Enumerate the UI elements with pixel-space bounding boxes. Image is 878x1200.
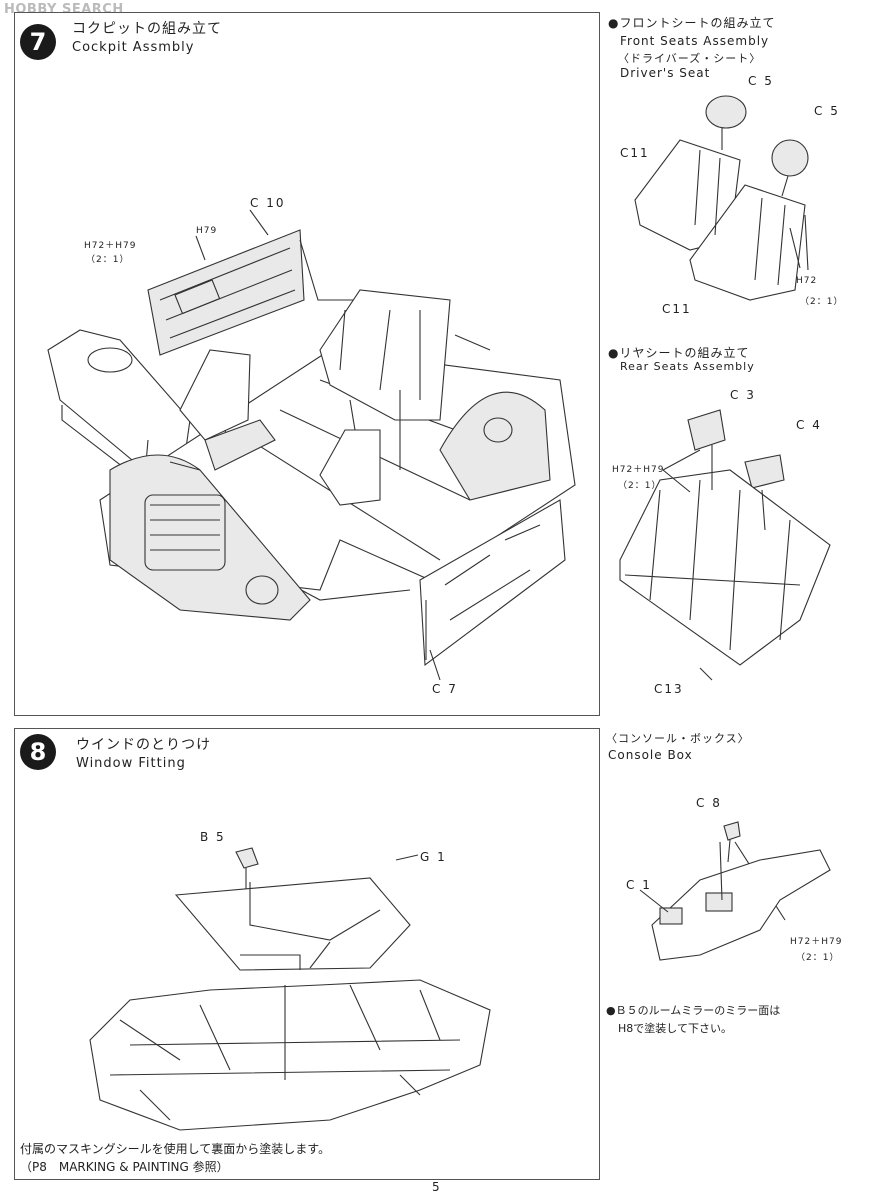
label-c5-b: C 5 [814, 104, 840, 118]
watermark: HOBBY SEARCH [4, 2, 124, 17]
step8-note-jp: 付属のマスキングシールを使用して裏面から塗装します。 [20, 1142, 331, 1156]
front-seats-title-en: Front Seats Assembly [620, 34, 770, 48]
step8-title-en: Window Fitting [76, 756, 186, 771]
label-ratio-rear: （2：1） [618, 481, 662, 491]
label-ratio-7: （2：1） [86, 255, 130, 265]
label-h72-h79-rear: H72＋H79 [612, 465, 665, 475]
label-h72-h79: H72＋H79 [84, 241, 137, 251]
rear-seats-title-jp: ●リヤシートの組み立て [608, 346, 750, 360]
step8-note-ref: （P8 MARKING & PAINTING 参照） [20, 1160, 229, 1174]
label-g1: G 1 [420, 850, 447, 864]
step8-panel [14, 728, 600, 1180]
step8-title-jp: ウインドのとりつけ [76, 737, 212, 753]
label-c7: C 7 [432, 682, 458, 696]
label-c11-a: C11 [620, 146, 650, 160]
label-h72-h79-console: H72＋H79 [790, 937, 843, 947]
step7-number: 7 [20, 24, 56, 60]
label-c5-a: C 5 [748, 74, 774, 88]
step7-title-en: Cockpit Assmbly [72, 40, 195, 55]
label-ratio-console: （2：1） [796, 953, 840, 963]
front-seats-sub-jp: 〈ドライバーズ・シート〉 [618, 52, 762, 65]
console-note-line2: H8で塗装して下さい。 [618, 1022, 732, 1035]
step7-title-jp: コクピットの組み立て [72, 21, 222, 37]
step7-panel [14, 12, 600, 716]
console-title-en: Console Box [608, 748, 693, 762]
label-c8: C 8 [696, 796, 722, 810]
label-c4: C 4 [796, 418, 822, 432]
front-seats-sub-en: Driver's Seat [620, 66, 711, 80]
label-c10: C 10 [250, 196, 286, 210]
page-number: 5 [432, 1180, 440, 1194]
label-c13: C13 [654, 682, 684, 696]
console-note-line1: ●Ｂ５のルームミラーのミラー面は [606, 1004, 781, 1017]
rear-seats-title-en: Rear Seats Assembly [620, 360, 755, 373]
step8-number: 8 [20, 734, 56, 770]
label-h79: H79 [196, 226, 218, 236]
front-seats-title-jp: ●フロントシートの組み立て [608, 16, 776, 30]
console-title-jp: 〈コンソール・ボックス〉 [606, 732, 750, 745]
label-ratio-front: （2：1） [800, 297, 844, 307]
label-b5: B 5 [200, 830, 226, 844]
label-c1: C 1 [626, 878, 652, 892]
label-c3: C 3 [730, 388, 756, 402]
label-h72-front: H72 [796, 276, 818, 286]
label-c11-b: C11 [662, 302, 692, 316]
